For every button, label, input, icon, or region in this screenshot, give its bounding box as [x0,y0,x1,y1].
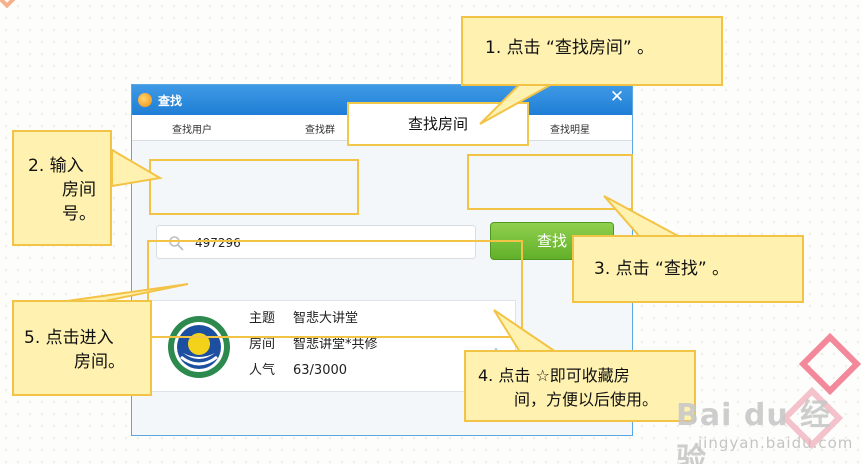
topic-value: 智悲大讲堂 [293,311,359,326]
tab-find-room[interactable]: 查找房间 [347,102,529,146]
tab-find-group[interactable]: 查找群 [305,125,335,136]
room-result-card[interactable]: 主题 智悲大讲堂 房间 智悲讲堂*共修 人气 63/3000 [150,300,516,392]
callout-step5-line2: 房间。 [74,352,125,372]
tab-find-star[interactable]: 查找明星 [550,125,590,136]
room-label: 房间 [249,337,276,352]
room-logo-icon [168,316,230,378]
room-value: 智悲讲堂*共修 [293,337,378,352]
watermark-brand: Bai du 经验 [676,398,832,464]
search-window: 查找 ✕ 查找用户 查找群 查找明星 497296 查找 [131,84,633,436]
room-row: 房间 智悲讲堂*共修 [249,333,378,352]
callout-step2-line2: 房间 [62,180,96,200]
callout-step1-text: 1. 点击 “查找房间” 。 [485,38,655,58]
app-logo-icon [138,93,152,107]
popularity-row: 人气 63/3000 [249,359,347,378]
callout-step4-line1: 4. 点击 ☆即可收藏房 [478,366,630,385]
callout-step1: 1. 点击 “查找房间” 。 [461,16,723,86]
window-title: 查找 [158,94,183,108]
topic-label: 主题 [249,311,276,326]
callout-step4-line2: 间，方便以后使用。 [514,390,659,409]
popularity-value: 63/3000 [293,363,348,378]
callout-step3: 3. 点击 “查找” 。 [572,235,804,303]
callout-step2-line1: 2. 输入 [28,156,84,176]
baidu-watermark: Bai du 经验 jingyan.baidu.com [676,390,861,464]
popularity-label: 人气 [249,363,276,378]
search-input[interactable]: 497296 [156,225,476,259]
topic-row: 主题 智悲大讲堂 [249,307,358,326]
close-icon[interactable]: ✕ [609,87,625,107]
search-icon [169,236,184,251]
callout-step3-text: 3. 点击 “查找” 。 [594,259,730,279]
callout-step2-line3: 号。 [62,204,96,224]
tab-find-user[interactable]: 查找用户 [172,125,212,136]
callout-step5-line1: 5. 点击进入 [24,328,114,348]
callout-step2: 2. 输入 房间 号。 [12,130,112,246]
callout-step4: 4. 点击 ☆即可收藏房 间，方便以后使用。 [464,350,696,422]
search-input-value: 497296 [195,236,241,250]
callout-step5: 5. 点击进入 房间。 [12,300,152,396]
watermark-url: jingyan.baidu.com [698,434,854,452]
